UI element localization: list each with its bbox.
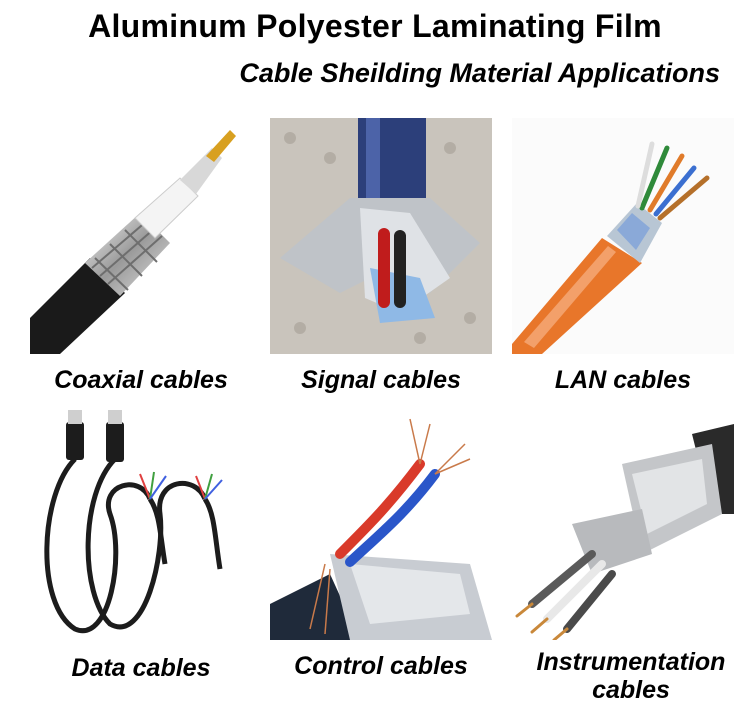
control-cable-photo <box>270 404 492 640</box>
lan-cable-photo <box>512 118 734 354</box>
instrumentation-label-line2: cables <box>592 676 670 704</box>
lan-cables-label: LAN cables <box>554 366 692 394</box>
coaxial-cable-photo <box>30 118 252 354</box>
page-subtitle: Cable Sheilding Material Applications <box>239 58 720 88</box>
signal-cables-label: Signal cables <box>301 366 461 394</box>
coaxial-cables-label: Coaxial cables <box>54 366 228 394</box>
data-cables-label: Data cables <box>71 654 211 682</box>
page-title: Aluminum Polyester Laminating Film <box>88 8 662 44</box>
instrumentation-cable-photo <box>512 404 734 640</box>
control-cables-label: Control cables <box>294 652 468 680</box>
signal-cable-photo <box>270 118 492 354</box>
data-cable-photo <box>30 404 252 640</box>
instrumentation-label-line1: Instrumentation <box>536 648 726 676</box>
instrumentation-cables-label: Instrumentation cables <box>512 648 750 704</box>
